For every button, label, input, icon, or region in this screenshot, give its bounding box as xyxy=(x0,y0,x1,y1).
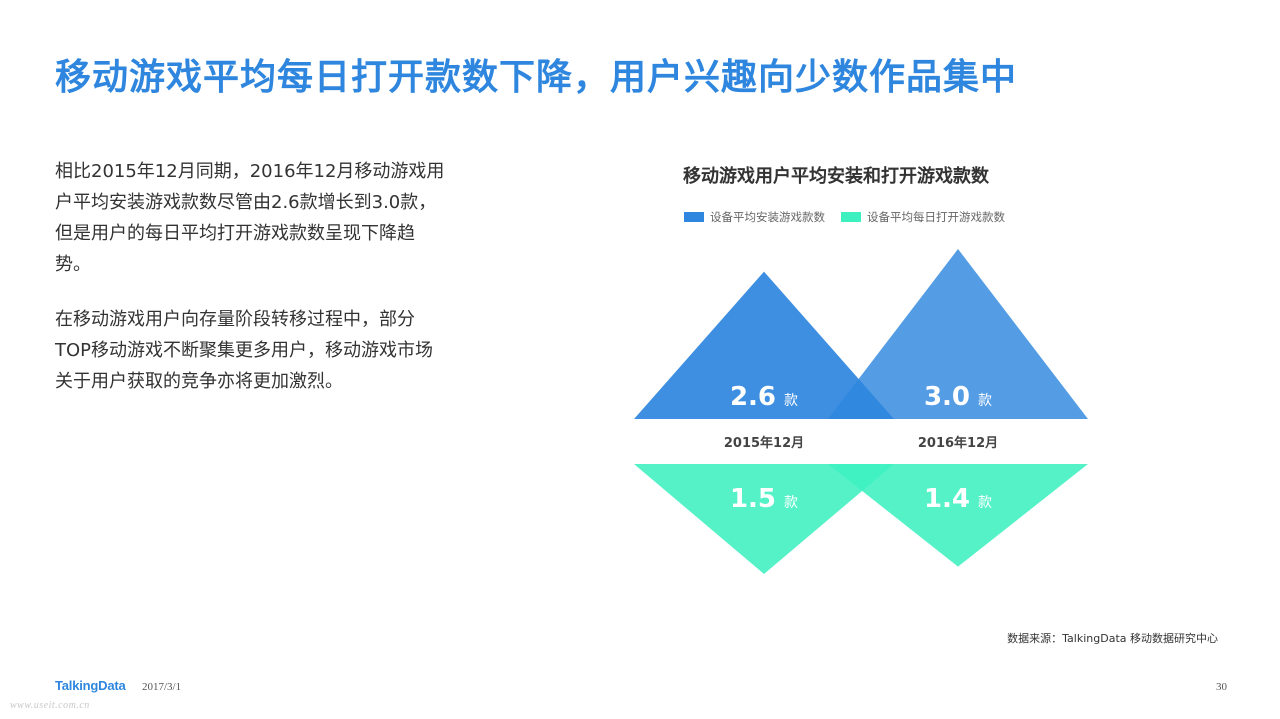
data-source: 数据来源：TalkingData 移动数据研究中心 xyxy=(1007,632,1218,645)
body-text: 相比2015年12月同期，2016年12月移动游戏用户平均安装游戏款数尽管由2.… xyxy=(55,156,450,421)
legend-swatch-installed xyxy=(684,212,704,222)
page-title: 移动游戏平均每日打开款数下降，用户兴趣向少数作品集中 xyxy=(55,57,1018,98)
footer-date: 2017/3/1 xyxy=(142,681,182,693)
installed-triangle-2 xyxy=(828,249,1088,419)
legend-swatch-opened xyxy=(841,212,861,222)
paragraph-1: 相比2015年12月同期，2016年12月移动游戏用户平均安装游戏款数尽管由2.… xyxy=(55,161,445,275)
page-number: 30 xyxy=(1216,681,1227,693)
talkingdata-logo: TalkingData xyxy=(55,678,126,693)
legend-item-installed: 设备平均安装游戏款数 xyxy=(684,209,825,225)
legend-label-installed: 设备平均安装游戏款数 xyxy=(710,210,825,224)
legend-label-opened: 设备平均每日打开游戏款数 xyxy=(867,210,1005,224)
category-label-1: 2015年12月 xyxy=(724,435,804,451)
category-label-2: 2016年12月 xyxy=(918,435,998,451)
opened-triangle-2 xyxy=(828,464,1088,567)
legend-item-opened: 设备平均每日打开游戏款数 xyxy=(841,209,1005,225)
chart-title: 移动游戏用户平均安装和打开游戏款数 xyxy=(683,166,989,187)
installed-triangle-1 xyxy=(634,271,894,419)
opened-triangle-1 xyxy=(634,464,894,574)
paragraph-2: 在移动游戏用户向存量阶段转移过程中，部分TOP移动游戏不断聚集更多用户，移动游戏… xyxy=(55,309,434,392)
chart-legend: 设备平均安装游戏款数 设备平均每日打开游戏款数 xyxy=(684,209,1021,225)
watermark: www.useit.com.cn xyxy=(10,700,90,711)
